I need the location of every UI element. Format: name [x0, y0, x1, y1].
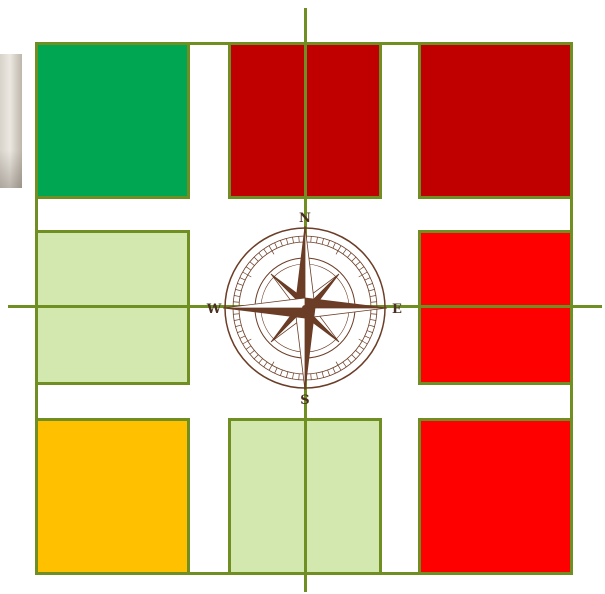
- cell-southwest: [35, 418, 190, 575]
- compass-label-east: E: [392, 302, 402, 317]
- compass-label-west: W: [206, 302, 222, 317]
- partial-photo-shadow: [0, 150, 22, 188]
- compass-label-north: N: [299, 211, 311, 226]
- compass-label-south: S: [300, 393, 309, 408]
- cell-northeast: [418, 42, 573, 199]
- cell-northwest: [35, 42, 190, 199]
- compass-star: [223, 226, 387, 390]
- compass-rose-icon: N S E W: [205, 208, 405, 408]
- cell-southeast: [418, 418, 573, 575]
